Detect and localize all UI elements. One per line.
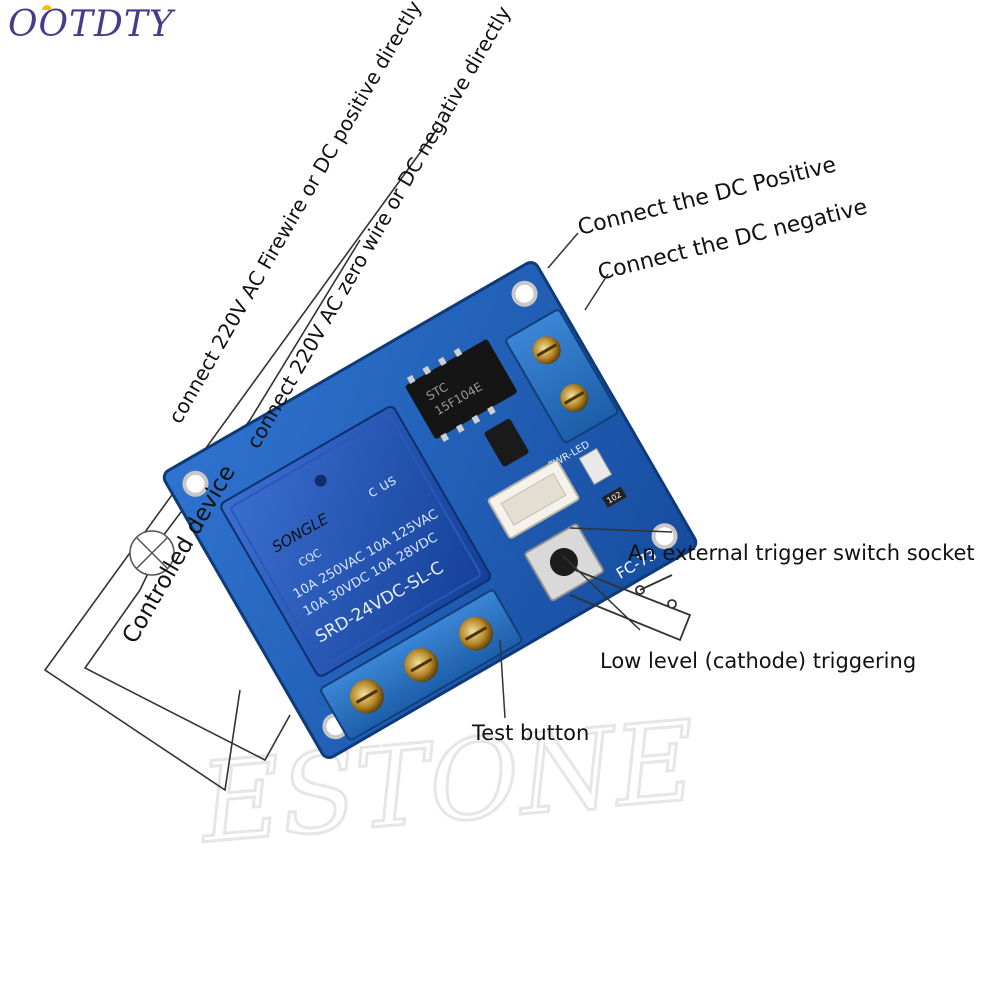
label-test-button: Test button [471,721,589,745]
relay-board: SONGLE c us 10A 250VAC 10A 125VAC 10A 30… [162,261,698,759]
test-button[interactable] [524,523,604,602]
output-terminal-block [320,589,523,741]
lamp-icon [129,530,175,576]
mounting-holes [182,280,678,740]
switch-icon [569,569,692,642]
sun-icon [42,5,52,10]
watermark: ESTONE [194,697,701,868]
brand-logo: OOTDTY [8,4,174,45]
label-trigger-socket: An external trigger switch socket [628,541,975,565]
leader-lines [499,232,673,719]
label-low-level: Low level (cathode) triggering [600,649,916,673]
dc-terminal-block [505,309,619,444]
mcu-chip [405,339,517,439]
